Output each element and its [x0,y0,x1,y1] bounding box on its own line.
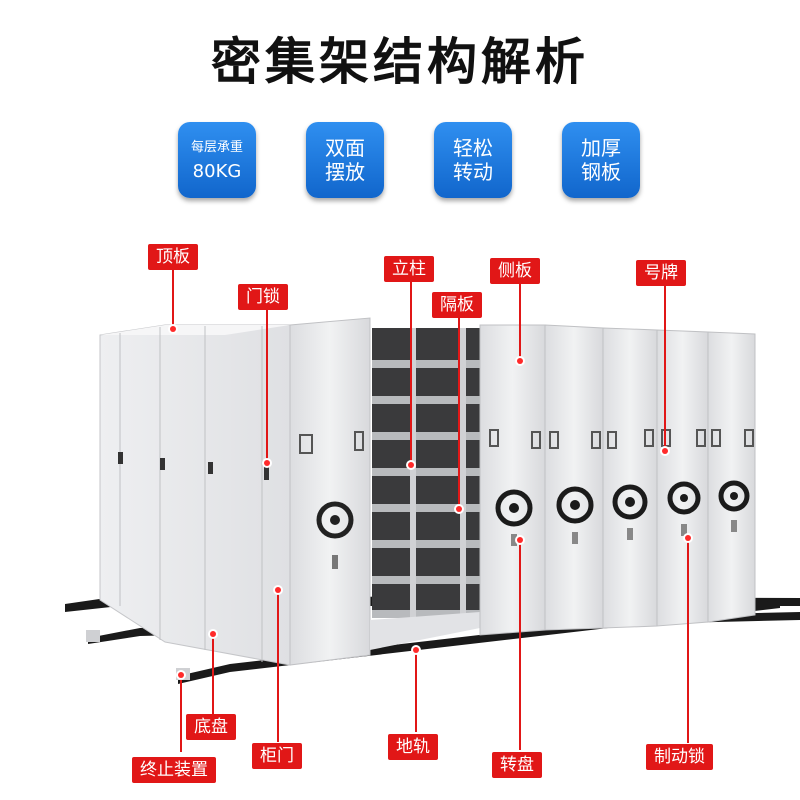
open-shelf [370,328,480,650]
badge-load-line1: 每层承重 [190,140,243,155]
dot-partition [456,506,462,512]
badge-thick-steel-line2: 钢板 [581,160,621,184]
badge-easy-turn-line1: 轻松 [453,136,493,160]
badge-thick-steel: 加厚 钢板 [562,122,640,198]
dot-top-plate [170,326,176,332]
leader-stop-device [180,676,182,752]
label-turntable: 转盘 [492,752,542,778]
dot-column [408,462,414,468]
badge-easy-turn-line2: 转动 [453,160,493,184]
dot-cabinet-door [275,587,281,593]
label-ground-rail: 地轨 [388,734,438,760]
page-title: 密集架结构解析 [211,33,589,91]
badge-load-line2: 80KG [192,161,242,182]
dot-number-plate [662,448,668,454]
leader-base [212,634,214,714]
leader-top-plate [172,270,174,328]
dot-side-plate [517,358,523,364]
badge-double-sided-line2: 摆放 [325,160,365,184]
label-number-plate: 号牌 [636,260,686,286]
label-partition: 隔板 [432,292,482,318]
label-cabinet-door: 柜门 [252,743,302,769]
badge-thick-steel-line1: 加厚 [581,136,621,160]
dot-door-lock [264,460,270,466]
dot-ground-rail [413,647,419,653]
dot-stop-device [178,672,184,678]
leader-side-plate [519,282,521,360]
leader-ground-rail [415,650,417,732]
leader-cabinet-door [277,590,279,742]
leader-turntable [519,540,521,750]
label-side-plate: 侧板 [490,258,540,284]
label-brake-lock: 制动锁 [646,744,713,770]
right-cabinet-group [479,324,756,636]
badge-load: 每层承重 80KG [178,122,256,198]
label-door-lock: 门锁 [238,284,288,310]
badge-easy-turn: 轻松 转动 [434,122,512,198]
dot-base [210,631,216,637]
badge-double-sided-line1: 双面 [325,136,365,160]
label-column: 立柱 [384,256,434,282]
label-top-plate: 顶板 [148,244,198,270]
label-stop-device: 终止装置 [132,757,216,783]
leader-partition [458,310,460,508]
badge-double-sided: 双面 摆放 [306,122,384,198]
feature-badges: 每层承重 80KG 双面 摆放 轻松 转动 加厚 钢板 [0,122,800,202]
leader-door-lock [266,303,268,463]
leader-brake-lock [687,538,689,743]
label-base: 底盘 [186,714,236,740]
leader-column [410,282,412,464]
dot-turntable [517,537,523,543]
leader-number-plate [664,282,666,450]
left-cabinet-group [99,317,371,666]
dot-brake-lock [685,535,691,541]
